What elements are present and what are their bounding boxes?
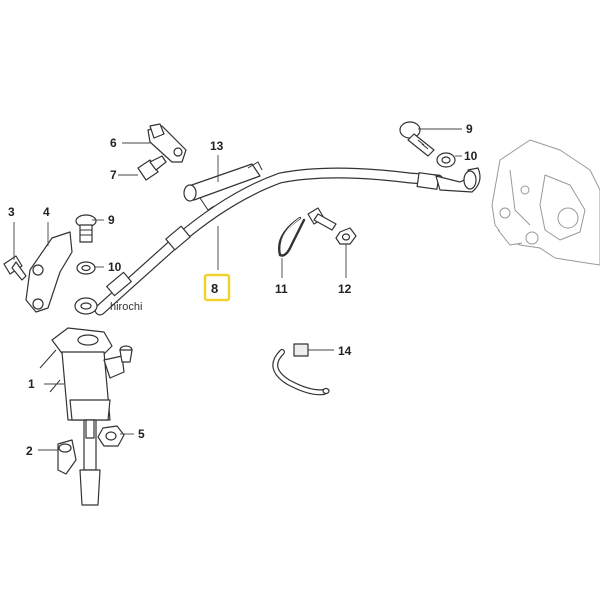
watermark-text: hirochi bbox=[110, 301, 142, 313]
banjo-bolt-left bbox=[75, 214, 97, 243]
clip-screw bbox=[307, 207, 337, 231]
banjo-fitting bbox=[74, 297, 98, 315]
callout-9-right: 9 bbox=[466, 122, 473, 136]
callout-6: 6 bbox=[110, 136, 117, 150]
hose-bracket bbox=[147, 123, 187, 163]
spring-clip bbox=[278, 216, 306, 257]
clevis bbox=[57, 439, 77, 475]
cable-tie bbox=[272, 343, 330, 396]
callout-3: 3 bbox=[8, 205, 15, 219]
callout-4: 4 bbox=[43, 205, 50, 219]
master-cylinder bbox=[39, 327, 133, 421]
leader-lines bbox=[13, 128, 462, 451]
callout-1: 1 bbox=[28, 377, 35, 391]
callout-7: 7 bbox=[110, 168, 117, 182]
callout-2: 2 bbox=[26, 444, 33, 458]
callout-14: 14 bbox=[338, 344, 352, 358]
callout-13: 13 bbox=[210, 139, 224, 153]
housing-outline bbox=[491, 139, 600, 266]
sealing-washer-left bbox=[76, 261, 96, 275]
small-screw bbox=[137, 155, 167, 181]
brake-hose bbox=[94, 167, 481, 316]
callout-10-left: 10 bbox=[108, 260, 122, 274]
mounting-screw bbox=[3, 255, 27, 281]
callout-8: 8 bbox=[211, 281, 218, 296]
highlight-box-8 bbox=[203, 273, 231, 302]
callout-11: 11 bbox=[275, 282, 288, 296]
banjo-bolt-right bbox=[399, 121, 435, 157]
sealing-washer-right bbox=[436, 152, 456, 168]
push-rod bbox=[79, 419, 101, 506]
mounting-plate bbox=[25, 231, 73, 313]
hose-guide-clamp bbox=[183, 161, 263, 211]
callout-12: 12 bbox=[338, 282, 352, 296]
clip-nut bbox=[335, 227, 357, 245]
callout-9-left: 9 bbox=[108, 213, 115, 227]
lock-nut bbox=[97, 425, 125, 447]
callout-10-right: 10 bbox=[464, 149, 478, 163]
callout-labels: 1 2 3 4 5 6 7 8 9 9 10 10 11 12 13 14 bbox=[8, 122, 478, 458]
callout-5: 5 bbox=[138, 427, 145, 441]
